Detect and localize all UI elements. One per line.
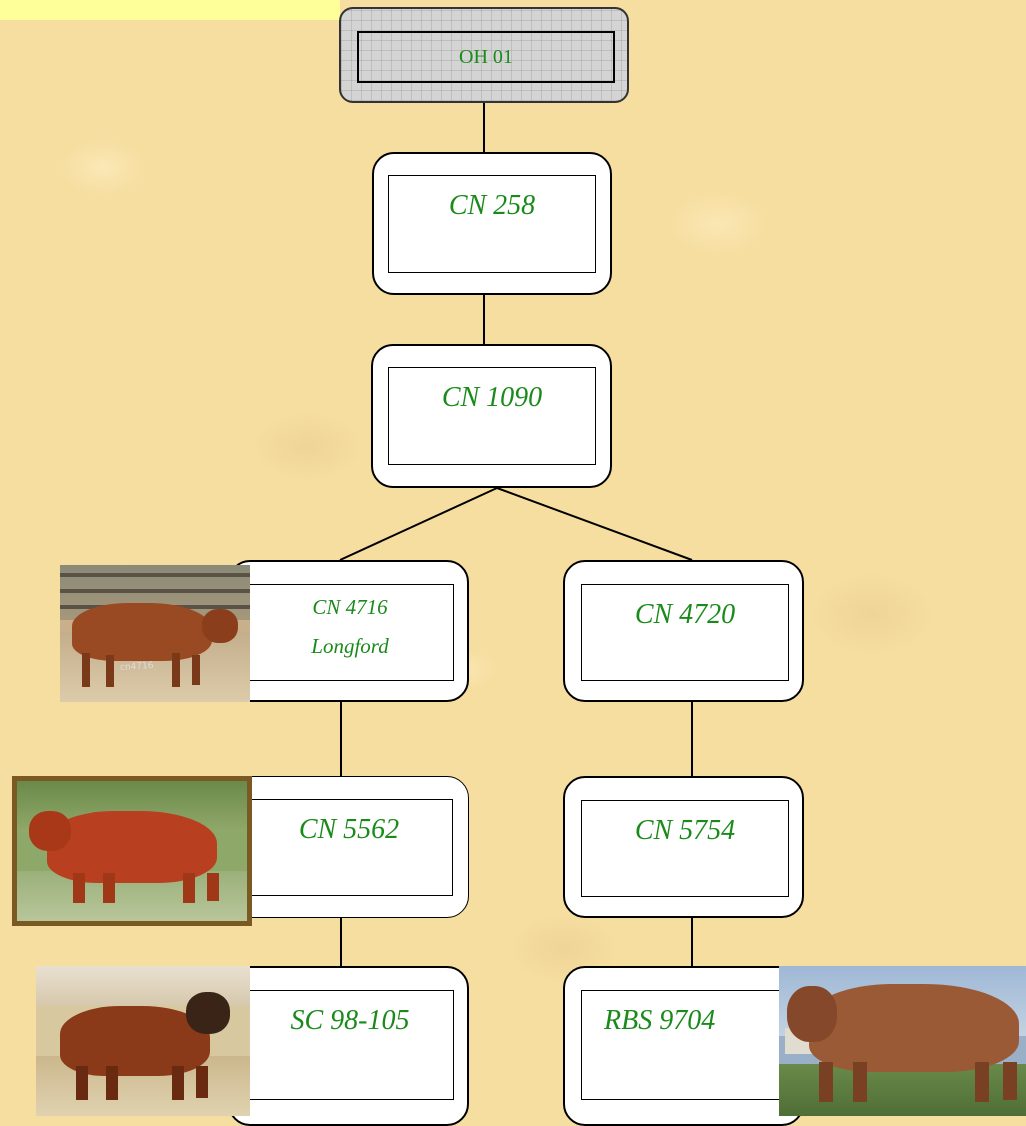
node-cn1090-label: CN 1090 [441,382,543,413]
node-oh01-inner: OH 01 [357,31,615,83]
node-cn258-inner: CN 258 [388,175,596,273]
node-cn5754-inner: CN 5754 [581,800,789,897]
node-rbs9704-inner: RBS 9704 [581,990,789,1100]
node-cn1090-inner: CN 1090 [388,367,596,465]
photo-cn4716: cn4716 [60,565,250,702]
node-cn5562: CN 5562 [228,776,469,918]
photo-rbs9704 [779,966,1026,1116]
top-banner [0,0,340,20]
node-cn5754: CN 5754 [563,776,804,918]
node-cn4720-inner: CN 4720 [581,584,789,681]
node-cn4716: CN 4716 Longford [228,560,469,702]
node-cn5562-label: CN 5562 [298,814,400,845]
node-rbs9704: RBS 9704 [563,966,804,1126]
connector-cn1090-cn4716 [339,487,498,561]
node-cn4716-inner: CN 4716 Longford [246,584,454,681]
photo-sc98105 [36,966,250,1116]
node-rbs9704-label: RBS 9704 [604,1005,716,1036]
node-cn4716-sublabel: Longford [311,634,389,658]
photo-cn5562 [12,776,252,926]
node-cn258-label: CN 258 [448,190,536,221]
node-cn4720: CN 4720 [563,560,804,702]
node-cn5562-inner: CN 5562 [245,799,453,896]
node-sc98105-label: SC 98-105 [290,1005,410,1036]
connector-cn1090-cn4720 [496,487,693,561]
node-oh01-label: OH 01 [459,45,513,68]
node-sc98105: SC 98-105 [228,966,469,1126]
node-cn258: CN 258 [372,152,612,295]
node-cn4716-label: CN 4716 [312,595,388,619]
node-cn4720-label: CN 4720 [634,599,736,630]
node-cn5754-label: CN 5754 [634,815,736,846]
node-sc98105-inner: SC 98-105 [246,990,454,1100]
node-oh01: OH 01 [339,7,629,103]
node-cn1090: CN 1090 [371,344,612,488]
